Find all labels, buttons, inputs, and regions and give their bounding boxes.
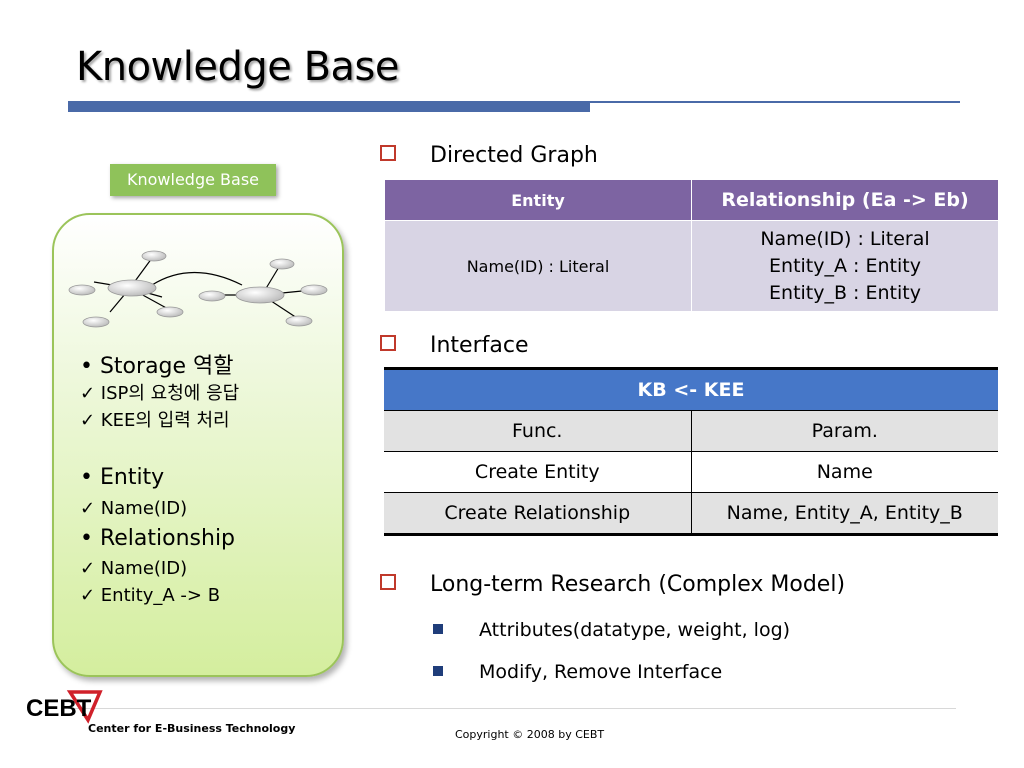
graph-node	[82, 316, 110, 328]
graph-network-icon	[68, 250, 328, 328]
title-underline-thick	[68, 101, 590, 112]
slide-title: Knowledge Base	[76, 44, 400, 90]
kee-input-line: ✓ KEE의 입력 처리	[80, 410, 230, 431]
relationship-line: • Relationship	[80, 526, 236, 551]
copyright-text: Copyright © 2008 by CEBT	[455, 728, 605, 741]
footer-divider	[68, 708, 956, 709]
relationship-entity-line: ✓ Entity_A -> B	[80, 585, 221, 606]
filled-square-bullet-icon	[433, 666, 443, 676]
table-row: Create Relationship Name, Entity_A, Enti…	[384, 492, 999, 535]
graph-node	[156, 306, 184, 318]
interface-heading: Interface	[380, 333, 529, 358]
title-underline-thin	[590, 101, 960, 103]
graph-node	[107, 279, 157, 297]
graph-node	[269, 258, 295, 270]
research-item-interface: Modify, Remove Interface	[433, 661, 722, 683]
entity-relationship-table: Entity Relationship (Ea -> Eb) Name(ID) …	[384, 179, 999, 312]
square-bullet-icon	[380, 335, 396, 351]
entity-name-id-line: ✓ Name(ID)	[80, 498, 188, 519]
entity-column-header: Entity	[384, 179, 692, 221]
long-term-research-heading: Long-term Research (Complex Model)	[380, 572, 845, 597]
graph-node	[300, 284, 328, 296]
relationship-name-id-line: ✓ Name(ID)	[80, 558, 188, 579]
graph-node	[141, 250, 167, 262]
graph-node	[198, 290, 226, 302]
logo-text: CEBT	[26, 695, 92, 722]
storage-role-line: • Storage 역할	[80, 354, 234, 379]
square-bullet-icon	[380, 145, 396, 161]
research-item-attributes: Attributes(datatype, weight, log)	[433, 619, 790, 641]
graph-node	[285, 315, 313, 327]
relationship-cell: Name(ID) : Literal Entity_A : Entity Ent…	[691, 220, 999, 312]
knowledge-base-badge: Knowledge Base	[110, 164, 276, 196]
filled-square-bullet-icon	[433, 624, 443, 634]
cebt-logo: CEBT	[26, 690, 103, 724]
interface-table: KB <- KEE Func. Param. Create Entity Nam…	[384, 367, 999, 536]
directed-graph-heading: Directed Graph	[380, 143, 598, 168]
graph-node	[235, 286, 285, 304]
table-row: Func. Param.	[384, 410, 999, 452]
graph-node	[68, 284, 96, 296]
knowledge-base-panel	[52, 213, 344, 677]
entity-cell: Name(ID) : Literal	[384, 220, 692, 312]
table-row: Create Entity Name	[384, 451, 999, 493]
organization-name: Center for E-Business Technology	[88, 722, 296, 735]
entity-line: • Entity	[80, 465, 165, 490]
isp-request-line: ✓ ISP의 요청에 응답	[80, 383, 240, 404]
interface-table-title: KB <- KEE	[384, 368, 999, 411]
relationship-column-header: Relationship (Ea -> Eb)	[691, 179, 999, 221]
square-bullet-icon	[380, 574, 396, 590]
